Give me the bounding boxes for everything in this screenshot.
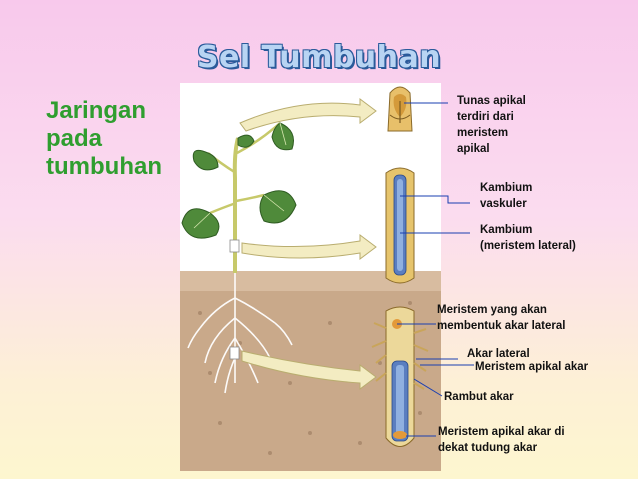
apical-bud xyxy=(387,86,413,132)
label-line: Meristem apikal akar di xyxy=(438,426,565,438)
subtitle-line: Jaringan xyxy=(46,97,147,124)
label-line: membentuk akar lateral xyxy=(437,320,566,332)
stem-section xyxy=(385,167,415,284)
label-line: terdiri dari xyxy=(457,111,514,123)
label-line: vaskuler xyxy=(480,198,527,210)
slide-title: Sel Tumbuhan xyxy=(196,40,442,75)
root-section xyxy=(371,306,429,447)
subtitle-line: pada xyxy=(46,125,103,152)
stem xyxy=(232,137,240,273)
label-akar-lateral: Akar lateral xyxy=(467,348,530,360)
label-rambut-akar: Rambut akar xyxy=(444,391,514,403)
label-meristem-tudung-akar: Meristem apikal akar di dekat tudung aka… xyxy=(438,424,565,456)
label-line: Kambium xyxy=(480,224,533,236)
cell-illustrations xyxy=(371,86,474,447)
slide-subtitle: Jaringan pada tumbuhan xyxy=(46,97,162,181)
label-meristem-apikal-akar: Meristem apikal akar xyxy=(475,361,589,373)
label-tunas-apikal: Tunas apikal terdiri dari meristem apika… xyxy=(457,93,526,157)
subtitle-line: tumbuhan xyxy=(46,153,162,180)
label-kambium-lateral: Kambium (meristem lateral) xyxy=(480,222,576,254)
arrows xyxy=(239,98,377,390)
label-line: dekat tudung akar xyxy=(438,442,538,454)
label-line: meristem xyxy=(457,127,509,139)
label-meristem-akar-lateral: Meristem yang akan membentuk akar latera… xyxy=(437,302,565,334)
label-line: (meristem lateral) xyxy=(480,240,576,252)
leader-lines xyxy=(397,102,474,437)
label-line: Tunas apikal xyxy=(457,95,526,107)
label-line: Meristem yang akan xyxy=(437,304,547,316)
label-kambium-vaskuler: Kambium vaskuler xyxy=(480,180,532,212)
label-line: apikal xyxy=(457,143,490,155)
roots xyxy=(187,273,293,394)
label-line: Kambium xyxy=(480,182,533,194)
